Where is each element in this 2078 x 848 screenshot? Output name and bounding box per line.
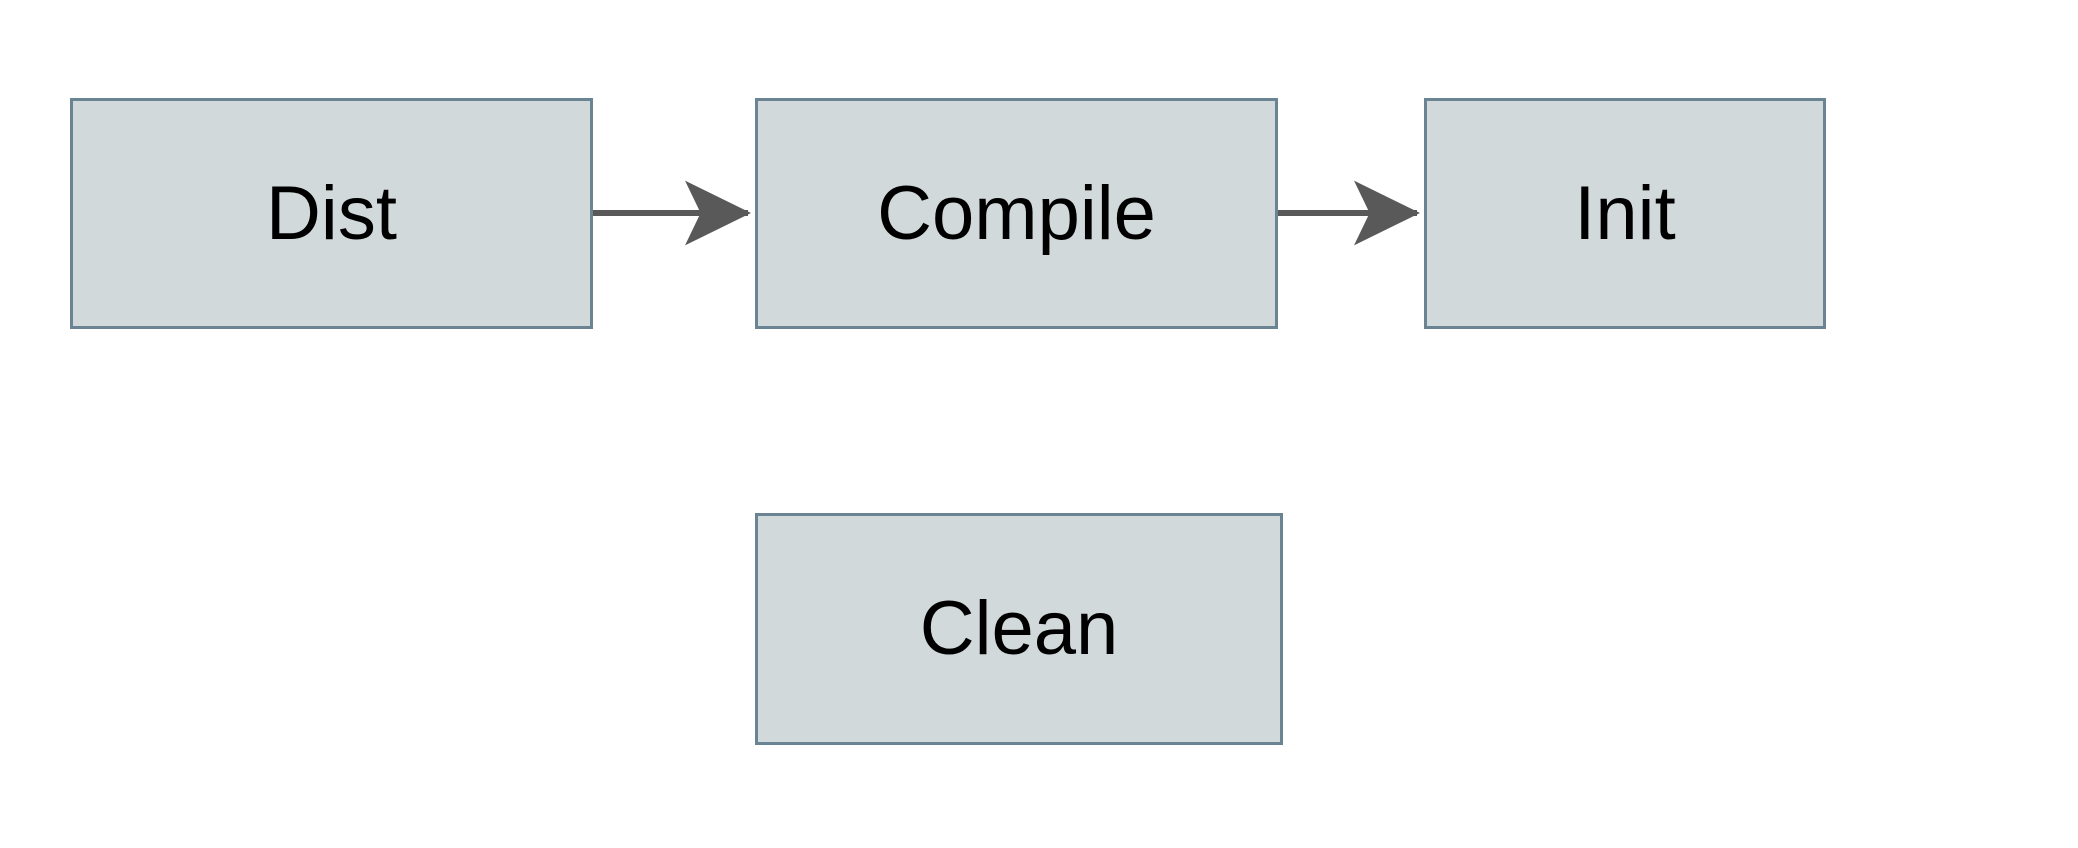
node-clean[interactable]: Clean (755, 513, 1283, 745)
node-compile[interactable]: Compile (755, 98, 1278, 329)
node-compile-label: Compile (877, 170, 1156, 256)
node-clean-label: Clean (919, 586, 1119, 671)
edge-dist-to-compile (593, 180, 755, 246)
node-dist[interactable]: Dist (70, 98, 593, 329)
node-init-label: Init (1574, 170, 1676, 256)
edge-compile-to-init (1278, 180, 1424, 246)
node-dist-label: Dist (266, 170, 397, 256)
node-init[interactable]: Init (1424, 98, 1826, 329)
